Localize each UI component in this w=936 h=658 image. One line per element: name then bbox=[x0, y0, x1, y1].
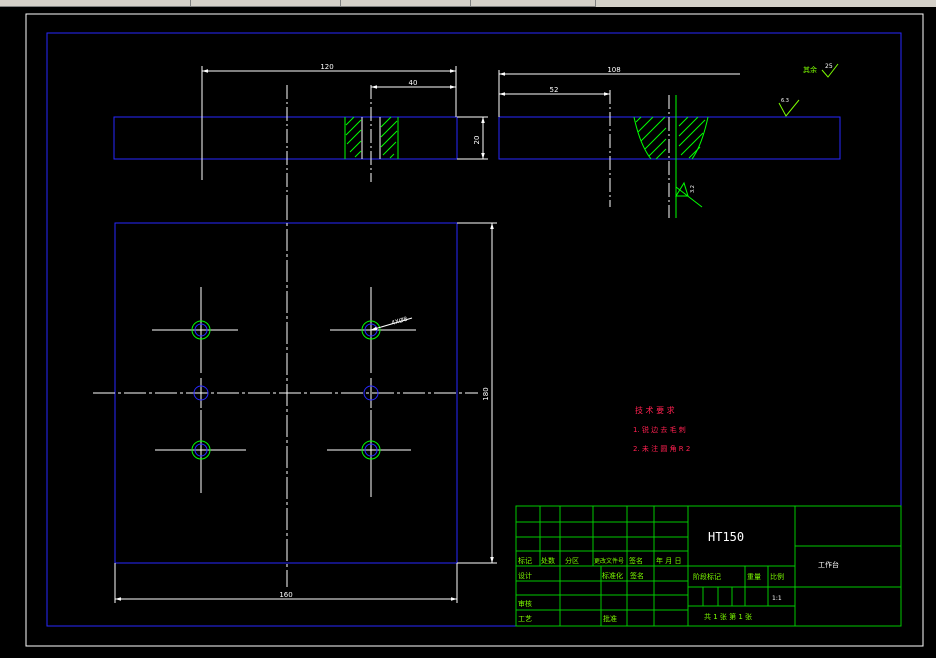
hole-note-leader bbox=[370, 317, 413, 331]
part-name: 工作台 bbox=[818, 560, 839, 569]
label-process: 工艺 bbox=[518, 615, 532, 623]
sheet-count: 共 1 张 第 1 张 bbox=[704, 612, 752, 621]
dimension-text-160: 160 bbox=[279, 591, 292, 599]
sheet-outer-border bbox=[25, 13, 924, 647]
title-block[interactable] bbox=[515, 505, 902, 627]
scale-value: 1:1 bbox=[772, 595, 782, 602]
roughness-value-side: 3.2 bbox=[690, 185, 696, 193]
toolbar-segment[interactable] bbox=[190, 0, 341, 7]
hole-top-left[interactable] bbox=[152, 287, 238, 373]
label-zone: 分区 bbox=[565, 556, 579, 565]
hole-mid-left[interactable] bbox=[193, 378, 209, 408]
tech-req-title: 技 术 要 求 bbox=[635, 405, 675, 415]
technical-requirements: 技 术 要 求 1. 锐 边 去 毛 刺 2. 未 注 圆 角 R 2 bbox=[633, 405, 690, 453]
label-mark: 标记 bbox=[518, 556, 532, 565]
label-signature: 签名 bbox=[629, 556, 643, 565]
dimension-text-52: 52 bbox=[550, 86, 559, 94]
taper-edge bbox=[633, 116, 652, 160]
label-sign2: 签名 bbox=[630, 571, 644, 580]
surface-roughness-notes: 其余 25 6.3 bbox=[778, 63, 839, 117]
roughness-leader bbox=[675, 186, 703, 208]
label-count: 处数 bbox=[541, 556, 555, 565]
dimension-text-20: 20 bbox=[473, 136, 481, 145]
toolbar-segment[interactable] bbox=[0, 0, 191, 7]
plan-view[interactable]: 4XØ8 180 160 bbox=[93, 198, 497, 603]
roughness-top-value: 6.3 bbox=[781, 98, 789, 104]
dimension-text-120: 120 bbox=[320, 63, 333, 71]
label-review: 审核 bbox=[518, 599, 532, 608]
toolbar-segment[interactable] bbox=[340, 0, 471, 7]
tech-req-item-2: 2. 未 注 圆 角 R 2 bbox=[633, 444, 690, 453]
roughness-general-value: 25 bbox=[825, 63, 833, 70]
hole-mid-right[interactable] bbox=[363, 378, 379, 408]
roughness-symbol bbox=[675, 181, 689, 197]
dimension-text-108: 108 bbox=[607, 66, 620, 74]
material-name: HT150 bbox=[708, 530, 744, 544]
taper-edge bbox=[691, 116, 709, 160]
label-design: 设计 bbox=[518, 571, 532, 580]
front-section-view[interactable]: 120 40 20 bbox=[113, 63, 488, 205]
label-scale: 比例 bbox=[770, 572, 784, 581]
hole-bottom-right[interactable] bbox=[327, 410, 411, 497]
label-approve: 批准 bbox=[603, 614, 617, 623]
drawing-frame bbox=[46, 32, 902, 627]
hole-note-text: 4XØ8 bbox=[391, 316, 409, 327]
label-standardize: 标准化 bbox=[602, 571, 623, 580]
section-hatch bbox=[345, 116, 398, 159]
label-weight: 重量 bbox=[747, 573, 761, 581]
front-view-outline bbox=[113, 116, 458, 160]
roughness-general-symbol bbox=[821, 63, 839, 78]
label-stage-mark: 阶段标记 bbox=[693, 572, 721, 581]
tech-req-item-1: 1. 锐 边 去 毛 刺 bbox=[633, 425, 686, 434]
side-section-view[interactable]: 108 52 3.2 bbox=[498, 66, 841, 218]
toolbar-segment[interactable] bbox=[470, 0, 596, 7]
title-block-text: 标记 处数 分区 更改文件号 签名 年 月 日 设计 标准化 签名 阶段标记 重… bbox=[518, 530, 839, 623]
hole-bottom-left[interactable] bbox=[155, 410, 246, 493]
label-date: 年 月 日 bbox=[656, 556, 681, 565]
dimension-text-40: 40 bbox=[409, 79, 418, 87]
model-space-background bbox=[0, 7, 936, 658]
roughness-general-prefix: 其余 bbox=[803, 65, 817, 74]
top-toolbar-strip bbox=[0, 0, 936, 8]
roughness-top-symbol bbox=[778, 99, 800, 117]
section-hatch bbox=[635, 116, 706, 160]
label-change-doc: 更改文件号 bbox=[594, 557, 624, 565]
dimension-text-180: 180 bbox=[482, 387, 490, 400]
